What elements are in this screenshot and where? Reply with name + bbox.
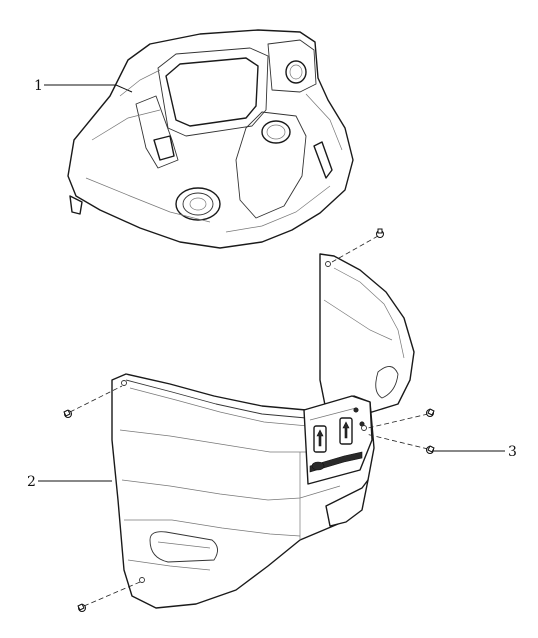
shroud-right-skirt: [325, 479, 369, 527]
screw-top: [376, 228, 384, 238]
left-switch: [153, 135, 175, 161]
steering-column-boss: [235, 111, 307, 219]
screw-right-upper: [426, 408, 435, 417]
dashboard-left-tab: [69, 195, 83, 215]
callout-2: 2: [27, 474, 36, 490]
callout-3: 3: [508, 444, 517, 460]
steering-hole: [261, 120, 291, 144]
shroud-back-panel: [319, 253, 415, 415]
display-bezel: [157, 47, 269, 137]
mount-hole-right: [361, 425, 367, 431]
left-switch-pod: [135, 95, 179, 169]
callout-1: 1: [34, 78, 43, 94]
mount-hole-top-right: [325, 261, 331, 267]
switch-panel: [303, 395, 373, 485]
screw-right-lower: [426, 445, 435, 454]
lower-oval-vent: [149, 531, 218, 563]
right-lever: [313, 141, 333, 179]
display-screen: [165, 57, 259, 127]
fasteners: [63, 228, 435, 612]
screw-upper-left: [63, 409, 72, 418]
mount-hole-top-left: [121, 380, 127, 386]
right-round-button: [285, 60, 307, 84]
dashboard-outer-shell: [67, 29, 354, 249]
screw-lower-left: [77, 603, 86, 612]
part-2-front-shroud: [111, 253, 415, 609]
back-oval-vent: [375, 366, 399, 399]
callouts: 1 2 3: [27, 78, 517, 490]
part-1-dashboard-cover: [67, 29, 354, 249]
mount-hole-bottom-left: [139, 577, 145, 583]
right-pod: [267, 39, 317, 93]
